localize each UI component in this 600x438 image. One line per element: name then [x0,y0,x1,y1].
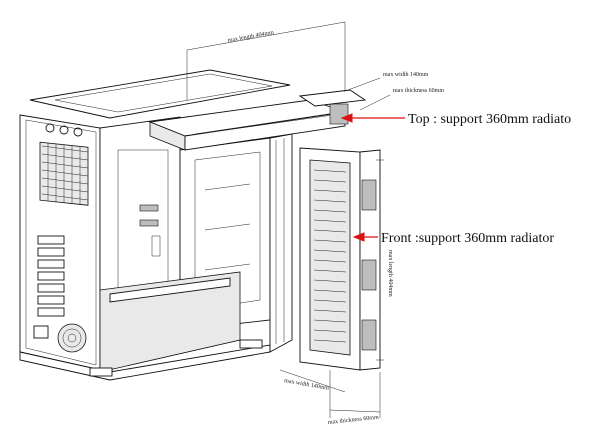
radiator-fan-clip [361,319,377,351]
front-width-label: max width 140mm [284,378,330,392]
drive-cage-inner [194,151,261,311]
pci-slot [37,247,65,257]
top-width-leader [347,77,391,111]
case-top-vent [54,73,273,113]
top-length-extensions [186,22,346,100]
front-callout: Front :support 360mm radiator [352,231,554,246]
case-rear-inner [25,119,97,366]
io-port-circle [73,127,83,137]
top-length-line [186,21,346,51]
case-foot [89,367,113,377]
dimension-lines [186,21,391,418]
pci-slot [37,295,65,305]
psu-fan-hub [67,333,77,343]
tray-slot [139,204,159,212]
front-thickness-line [329,409,381,413]
pc-case [19,69,293,381]
psu-power-socket [33,325,49,339]
io-port-circle [45,123,55,133]
top-radiator-endtank [329,103,349,125]
case-foot [239,339,263,349]
case-front-frame [269,133,293,353]
front-length-label: max length 404mm [387,250,393,297]
front-width-line [279,369,346,393]
radiator-fan-clip [361,179,377,211]
pci-slot [37,283,65,293]
top-thickness-label: max thickness 60mm [393,88,444,94]
front-radiator-fins [313,169,347,343]
io-port-circle [59,125,69,135]
psu-fan-icon [57,323,87,353]
top-width-label: max width 140mm [383,72,429,78]
front-callout-label: Front :support 360mm radiator [381,231,554,246]
front-length-ticks [376,159,384,361]
psu-fan-ring [62,328,82,348]
case-top-panel [29,69,291,119]
expansion-slots [37,235,65,317]
radiator-fan-clip [361,259,377,291]
pci-slot [37,307,65,317]
top-radiator-fins [194,112,341,135]
top-radiator-front [184,111,346,151]
top-callout-arrow-icon [340,113,353,123]
rear-fan-mesh [41,143,89,205]
front-callout-arrow-icon [352,232,365,242]
top-callout: Top : support 360mm radiato [340,112,571,127]
top-callout-label: Top : support 360mm radiato [408,112,571,127]
front-thickness-extensions [329,370,381,418]
front-radiator [299,147,381,371]
top-length-label: max length 404mm [227,30,274,44]
pci-slot [37,235,65,245]
pci-slot [37,271,65,281]
pci-slot [37,259,65,269]
drive-cage-rails [204,183,251,271]
tray-slot [139,219,159,227]
top-radiator-cap [298,89,367,107]
tray-grommet [151,235,161,257]
front-frame-rails [275,138,285,344]
front-radiator-core [309,159,351,356]
front-thickness-label: max thickness 60mm [328,415,380,426]
psu-shroud-top [109,277,231,303]
